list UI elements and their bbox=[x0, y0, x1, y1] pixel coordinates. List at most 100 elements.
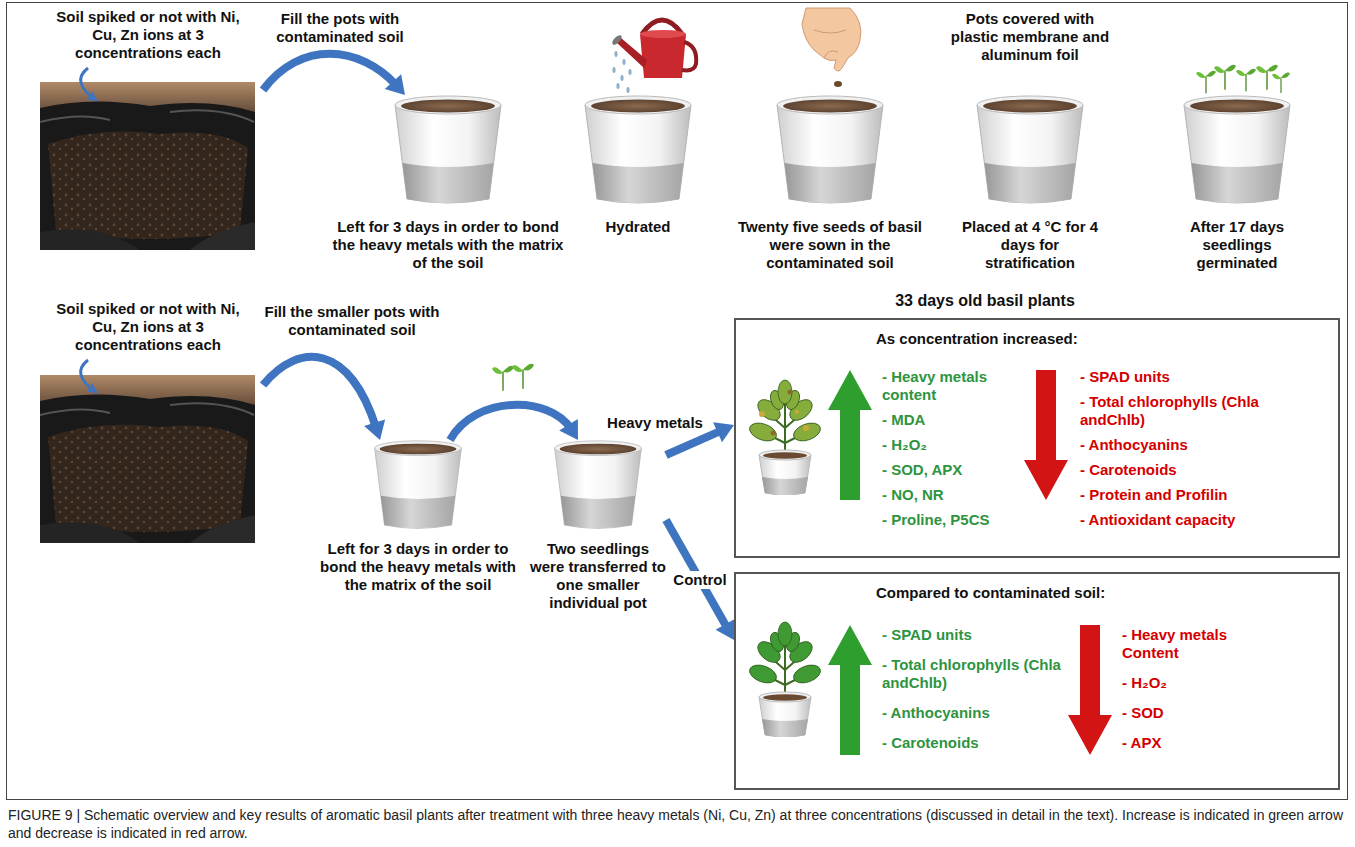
arrow-head bbox=[716, 619, 735, 640]
step-node: Soil spiked or not with Ni, Cu, Zn ions … bbox=[33, 8, 263, 250]
arrow-shaft bbox=[450, 405, 571, 440]
healthy-basil-plant bbox=[747, 622, 823, 737]
step-node: Left for 3 days in order to bond the hea… bbox=[318, 440, 518, 594]
flow-arrow bbox=[263, 54, 405, 95]
flow-arrow bbox=[263, 357, 385, 440]
step-heading: Soil spiked or not with Ni, Cu, Zn ions … bbox=[53, 300, 243, 354]
watering-can bbox=[611, 20, 697, 93]
text-group: Left for 3 days in order to bond the hea… bbox=[328, 218, 568, 272]
decrease-item: - APX bbox=[1122, 734, 1282, 752]
decrease-item: - Protein and Profilin bbox=[1080, 486, 1280, 504]
arrow-head bbox=[385, 74, 405, 95]
increase-item: - MDA bbox=[882, 411, 1022, 429]
result-box: As concentration increased: - Heavy metal… bbox=[734, 318, 1340, 558]
edge-label: Control bbox=[670, 571, 729, 589]
figure-caption: FIGURE 9 | Schematic overview and key re… bbox=[8, 806, 1347, 842]
text-group: - SPAD units - Total chlorophylls (Chla a… bbox=[1080, 368, 1280, 529]
seedlings bbox=[1196, 65, 1290, 94]
seedlings bbox=[492, 364, 534, 391]
step-node: Left for 3 days in order to bond the hea… bbox=[328, 95, 568, 272]
increase-item: - H₂O₂ bbox=[882, 436, 1022, 454]
text-group: Twenty five seeds of basil were sown in … bbox=[725, 218, 935, 272]
text-group: Compared to contaminated soil: bbox=[876, 584, 1276, 602]
increase-item: - SOD, APX bbox=[882, 461, 1022, 479]
increase-arrow bbox=[828, 625, 872, 755]
text-group: Hydrated bbox=[568, 218, 708, 236]
arrow-head bbox=[713, 422, 734, 442]
arrow-shaft bbox=[666, 430, 723, 455]
step-caption: Twenty five seeds of basil were sown in … bbox=[725, 218, 935, 272]
step-caption: Pots covered with plastic membrane and a… bbox=[940, 10, 1120, 64]
step-heading: Soil spiked or not with Ni, Cu, Zn ions … bbox=[53, 8, 243, 62]
edge-label: Heavy metals bbox=[607, 414, 703, 432]
box-title: Compared to contaminated soil: bbox=[876, 584, 1276, 602]
increase-item: - Carotenoids bbox=[882, 734, 1062, 752]
step-node: Soil spiked or not with Ni, Cu, Zn ions … bbox=[33, 300, 263, 545]
text-group: Soil spiked or not with Ni, Cu, Zn ions … bbox=[53, 300, 243, 354]
step-node: Hydrated bbox=[568, 95, 708, 236]
step-caption: Hydrated bbox=[568, 218, 708, 236]
text-group: Two seedlings were transferred to one sm… bbox=[530, 540, 666, 612]
decrease-item: - SPAD units bbox=[1080, 368, 1280, 386]
decrease-item: - Carotenoids bbox=[1080, 461, 1280, 479]
increase-item: - Heavy metals content bbox=[882, 368, 1022, 404]
arrow-shaft bbox=[263, 357, 376, 428]
pot bbox=[977, 96, 1083, 203]
decrease-item: - SOD bbox=[1122, 704, 1282, 722]
step-caption: Left for 3 days in order to bond the hea… bbox=[318, 540, 518, 594]
stressed-basil-plant bbox=[747, 380, 823, 495]
pot bbox=[777, 96, 883, 203]
soil-photo bbox=[40, 375, 255, 543]
decrease-item: - Total chlorophylls (Chla andChlb) bbox=[1080, 393, 1280, 429]
increase-item: - SPAD units bbox=[882, 626, 1062, 644]
seed bbox=[834, 81, 842, 87]
flow-arrow bbox=[450, 405, 578, 440]
pointer-arrow bbox=[81, 360, 96, 392]
decrease-item: - Heavy metals Content bbox=[1122, 626, 1282, 662]
increase-item: - Anthocyanins bbox=[882, 704, 1062, 722]
hand-icon bbox=[802, 8, 861, 71]
decrease-arrow bbox=[1024, 370, 1068, 500]
decrease-item: - Antioxidant capacity bbox=[1080, 511, 1280, 529]
step-caption: Two seedlings were transferred to one sm… bbox=[530, 540, 666, 612]
result-box: Compared to contaminated soil: - SPAD uni… bbox=[734, 572, 1340, 790]
increase-item: - NO, NR bbox=[882, 486, 1022, 504]
text-group: - Heavy metals content - MDA - H₂O₂ - SOD, … bbox=[882, 368, 1022, 529]
step-node: Two seedlings were transferred to one sm… bbox=[530, 440, 666, 612]
arrow-head bbox=[559, 419, 578, 440]
pot bbox=[375, 441, 462, 529]
text-group: Left for 3 days in order to bond the hea… bbox=[318, 540, 518, 594]
text-group: - SPAD units - Total chlorophylls (Chla a… bbox=[882, 626, 1062, 752]
text-group: After 17 days seedlings germinated bbox=[1167, 218, 1307, 272]
pot bbox=[395, 96, 501, 203]
increase-item: - Proline, P5CS bbox=[882, 511, 1022, 529]
flow-arrow bbox=[666, 520, 735, 640]
step-caption: Placed at 4 °C for 4 days for stratifica… bbox=[955, 218, 1105, 272]
pointer-arrow bbox=[81, 68, 96, 100]
decrease-item: - Anthocyanins bbox=[1080, 436, 1280, 454]
decrease-arrow bbox=[1068, 625, 1112, 755]
edge-label: Fill the smaller pots with contaminated … bbox=[262, 303, 442, 339]
text-group: Pots covered with plastic membrane and a… bbox=[940, 10, 1120, 64]
text-group: As concentration increased: bbox=[876, 330, 1276, 348]
step-caption: Left for 3 days in order to bond the hea… bbox=[328, 218, 568, 272]
increase-item: - Total chlorophylls (Chla andChlb) bbox=[882, 656, 1062, 692]
arrow-head bbox=[364, 420, 385, 441]
step-node: After 17 days seedlings germinated bbox=[1167, 95, 1307, 272]
pot bbox=[585, 96, 691, 203]
decrease-item: - H₂O₂ bbox=[1122, 674, 1282, 692]
text-group: - Heavy metals Content - H₂O₂ - SOD - APX bbox=[1122, 626, 1282, 752]
step-node: Pots covered with plastic membrane and a… bbox=[940, 10, 1120, 272]
soil-photo bbox=[40, 82, 255, 250]
increase-arrow bbox=[828, 370, 872, 500]
pot bbox=[1184, 96, 1290, 203]
text-group: Placed at 4 °C for 4 days for stratifica… bbox=[955, 218, 1105, 272]
edge-label: Fill the pots with contaminated soil bbox=[265, 10, 415, 46]
box-title: As concentration increased: bbox=[876, 330, 1276, 348]
text-group: Soil spiked or not with Ni, Cu, Zn ions … bbox=[53, 8, 243, 62]
stage-label: 33 days old basil plants bbox=[885, 292, 1085, 310]
pot bbox=[555, 441, 642, 529]
figure-frame bbox=[7, 3, 1348, 800]
step-node: Twenty five seeds of basil were sown in … bbox=[725, 95, 935, 272]
